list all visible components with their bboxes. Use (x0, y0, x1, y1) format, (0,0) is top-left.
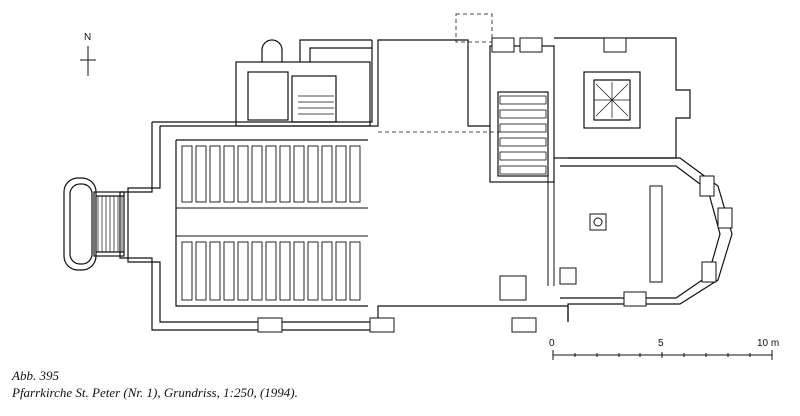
porch-steps (97, 196, 123, 252)
buttresses (257, 37, 733, 333)
scale-bar (552, 350, 773, 360)
spiral-stair (594, 82, 630, 118)
choir-inner (499, 176, 663, 301)
north-annex (235, 39, 372, 127)
dashed-outlines (128, 13, 500, 189)
pews-south (181, 241, 361, 301)
pews-north (181, 145, 361, 203)
scale-tick-0: 0 (549, 338, 555, 349)
west-porch (63, 177, 125, 271)
north-label: N (84, 32, 91, 43)
scale-tick-5: 5 (658, 338, 664, 349)
caption-text: Pfarrkirche St. Peter (Nr. 1), Grundriss… (12, 385, 298, 400)
scale-tick-10: 10 m (757, 338, 779, 349)
caption-label: Abb. 395 (12, 368, 59, 383)
north-arrow (80, 46, 96, 76)
annex-stairs (298, 95, 334, 115)
nave-outer-wall (119, 39, 569, 331)
choir-apse (560, 157, 733, 322)
central-aisle (176, 207, 368, 237)
crossing-benches (499, 95, 547, 175)
north-chapel (554, 37, 691, 159)
